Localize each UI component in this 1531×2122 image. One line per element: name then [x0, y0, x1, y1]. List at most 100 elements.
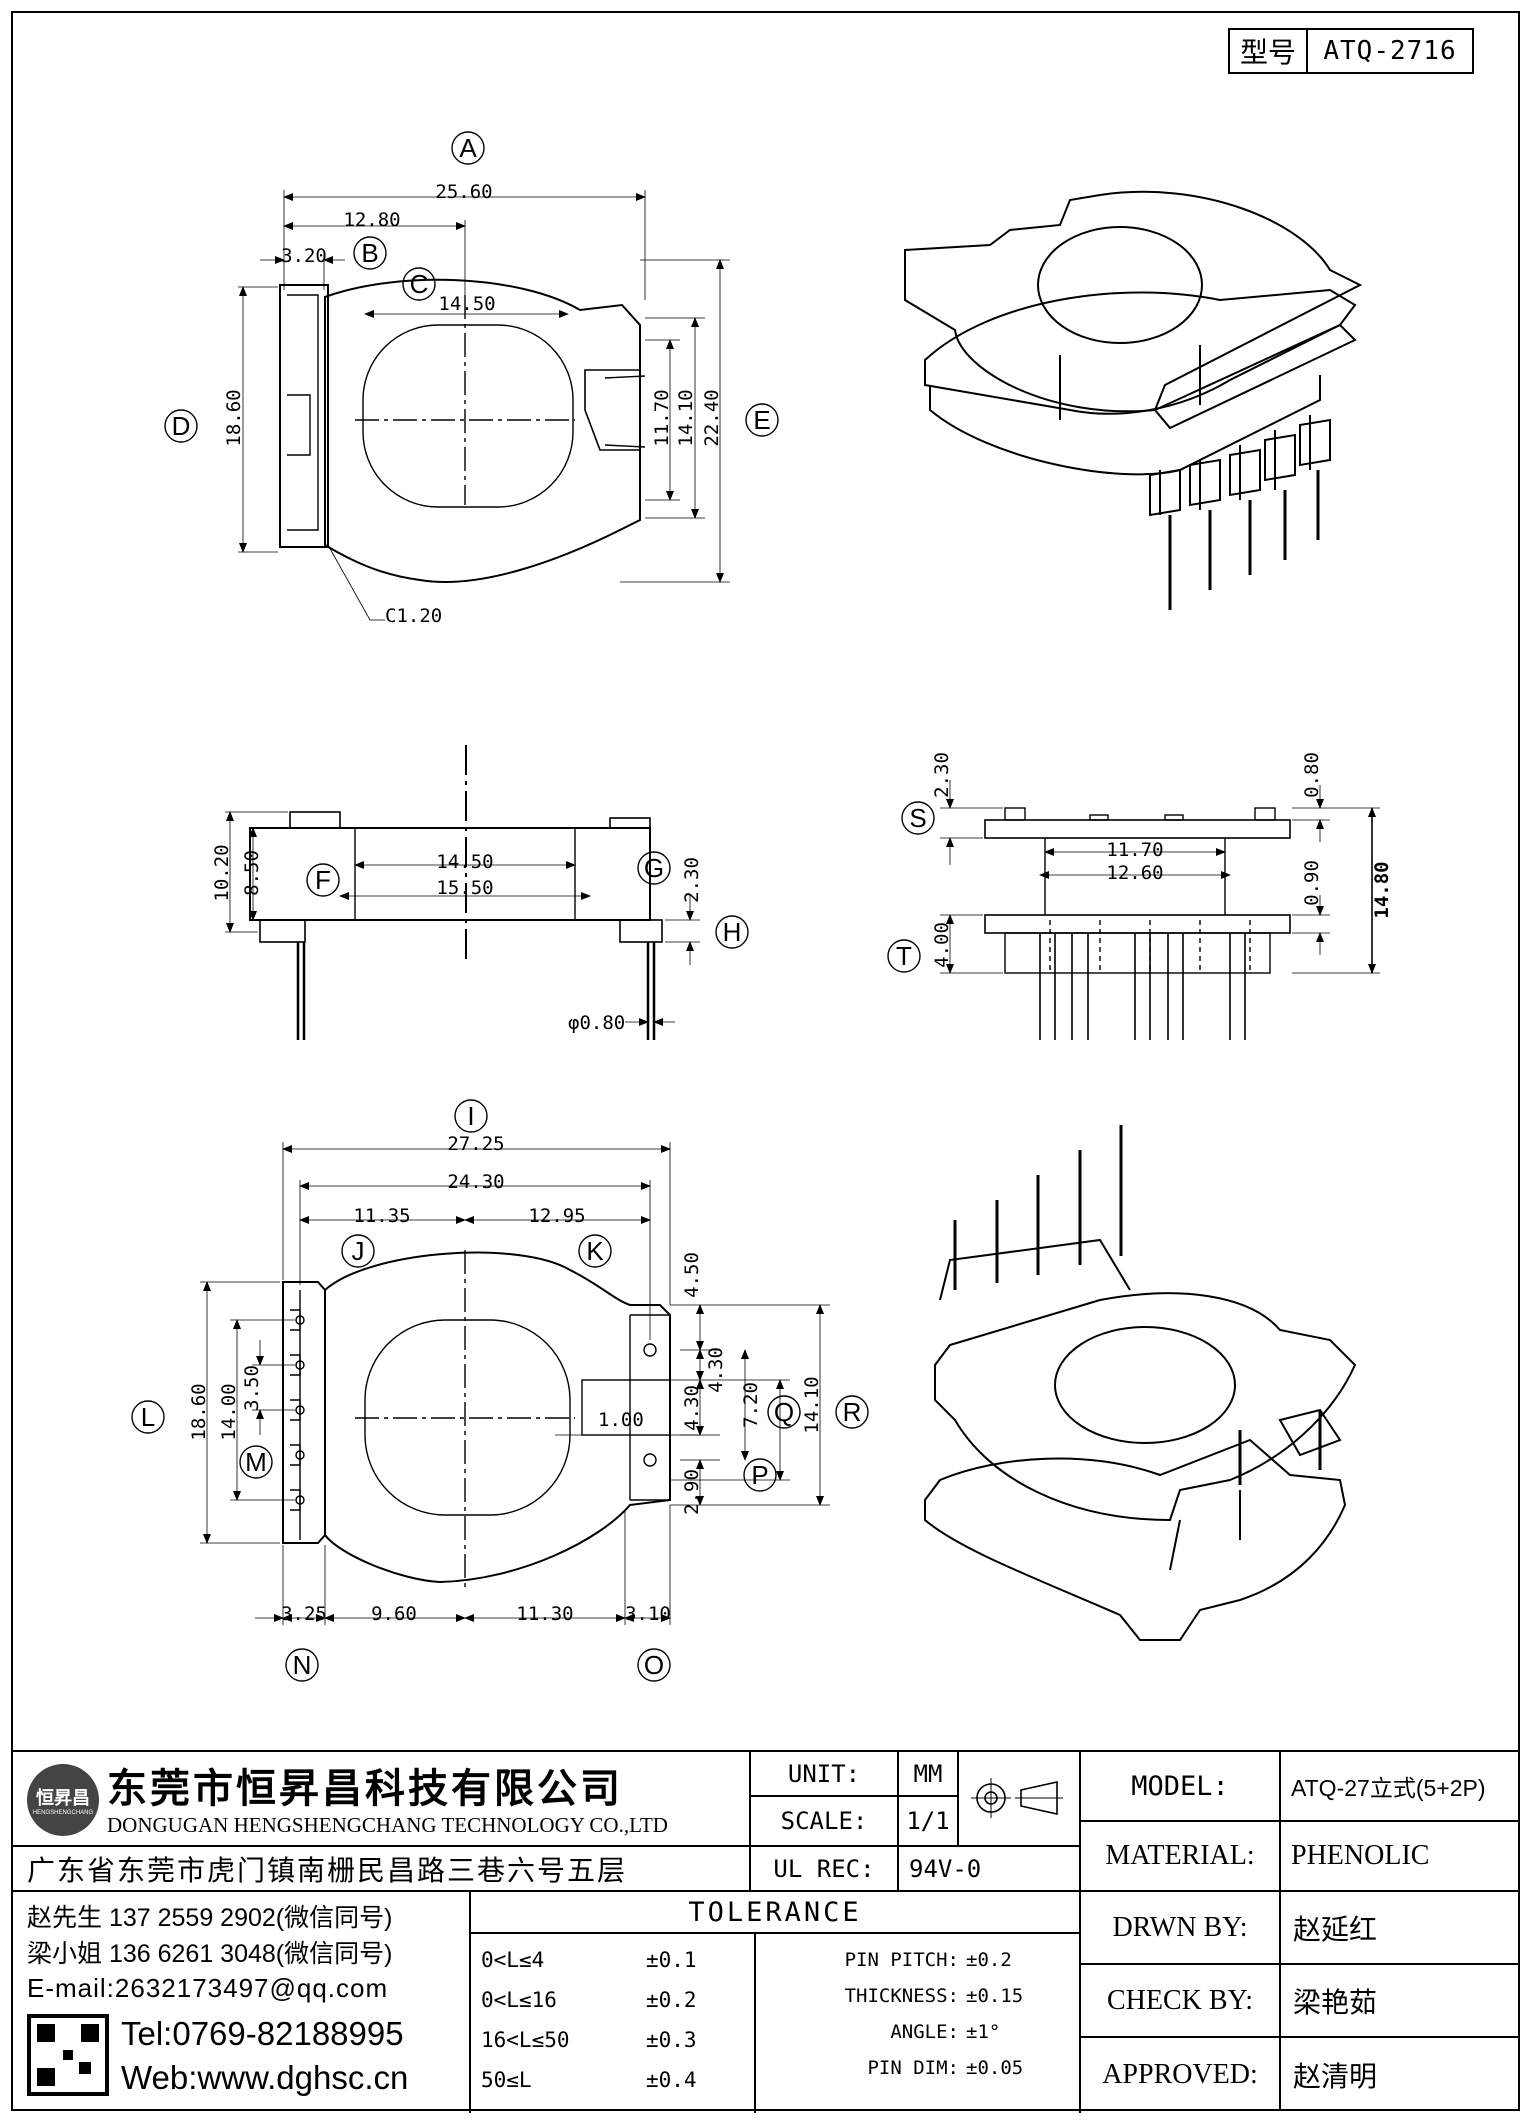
label-D: D [164, 409, 198, 443]
dim-top-a: 25.60 [435, 181, 492, 203]
projection-icon [959, 1752, 1081, 1847]
svg-text:T: T [896, 941, 912, 971]
tol-pindim-value: ±0.05 [966, 2057, 1024, 2079]
approved-label: APPROVED: [1081, 2038, 1281, 2111]
model-label: MODEL: [1081, 1752, 1281, 1822]
dim-top-g: 14.10 [675, 389, 697, 446]
svg-text:P: P [751, 1460, 768, 1490]
tol-value-1: ±0.1 [646, 1948, 697, 1972]
label-R: R [835, 1395, 869, 1429]
company-address: 广东省东莞市虎门镇南栅民昌路三巷六号五层 [11, 1847, 751, 1892]
dim-bottom-o: 3.25 [281, 1603, 327, 1625]
svg-text:H: H [723, 917, 742, 947]
model-value: ATQ-27立式(5+2P) [1281, 1752, 1518, 1822]
label-L: L [131, 1400, 165, 1434]
company-name-cn: 东莞市恒昇昌科技有限公司 [107, 1767, 623, 1811]
tolerance-ranges: 0<L≤4 ±0.1 0<L≤16 ±0.2 16<L≤50 ±0.3 50≤L… [471, 1934, 756, 2113]
tol-thickness-label: THICKNESS: [844, 1985, 959, 2007]
dim-bottom-e: 18.60 [188, 1383, 210, 1440]
svg-text:A: A [459, 133, 477, 163]
dim-side2-e: 0.90 [1301, 860, 1323, 906]
company-name-en: DONGUGAN HENGSHENGCHANG TECHNOLOGY CO.,L… [107, 1812, 668, 1837]
label-O: O [637, 1648, 671, 1682]
dim-side1-d: 15.50 [436, 877, 493, 899]
contact-web: Web:www.dghsc.cn [121, 2059, 409, 2096]
dim-bottom-m: 1.00 [598, 1409, 644, 1431]
label-J: J [341, 1234, 375, 1268]
label-H: H [715, 915, 749, 949]
contact-line-2: 梁小姐 136 6261 3048(微信同号) [27, 1940, 393, 1968]
isometric-view-bottom [924, 1125, 1357, 1641]
svg-text:I: I [467, 1101, 474, 1131]
dim-bottom-h: 4.50 [681, 1252, 703, 1298]
tol-value-4: ±0.4 [646, 2068, 697, 2092]
dim-bottom-q: 11.30 [516, 1603, 573, 1625]
dim-bottom-c: 11.35 [353, 1205, 410, 1227]
company-logo: 恒昇昌 HENGSHENGCHANG [27, 1764, 99, 1836]
label-G: G [637, 851, 671, 885]
dim-bottom-p: 9.60 [371, 1603, 417, 1625]
svg-text:R: R [843, 1397, 862, 1427]
dim-side1-a: 10.20 [211, 844, 233, 901]
svg-text:S: S [909, 803, 926, 833]
dim-side2-d: 12.60 [1106, 862, 1163, 884]
tol-angle-value: ±1° [966, 2021, 1001, 2043]
side-view-right [940, 780, 1380, 1040]
tolerance-panel: TOLERANCE 0<L≤4 ±0.1 0<L≤16 ±0.2 16<L≤50… [471, 1892, 1081, 2113]
tol-angle-label: ANGLE: [890, 2021, 959, 2043]
logo-subtext: HENGSHENGCHANG [32, 1810, 94, 1816]
svg-text:Q: Q [774, 1397, 794, 1427]
label-A: A [451, 131, 485, 165]
technical-drawing: A B C D E F G H S T I J K L M N O P Q R … [131, 131, 1393, 1682]
tolerance-title: TOLERANCE [471, 1892, 1079, 1934]
label-N: N [285, 1648, 319, 1682]
tol-pinpitch-label: PIN PITCH: [844, 1949, 959, 1971]
dim-side2-f: 4.00 [931, 922, 953, 968]
model-number-label: 型号 [1230, 30, 1308, 72]
tol-value-2: ±0.2 [646, 1988, 697, 2012]
check-value: 梁艳茹 [1281, 1965, 1518, 2038]
side-view-front [225, 745, 700, 1040]
svg-text:L: L [141, 1402, 155, 1432]
svg-text:O: O [644, 1650, 664, 1680]
scale-value: 1/1 [899, 1797, 959, 1847]
label-T: T [887, 939, 921, 973]
unit-label: UNIT: [751, 1752, 899, 1797]
qr-code-icon [27, 2014, 109, 2096]
contact-email: E-mail:2632173497@qq.com [27, 1972, 389, 2003]
dim-top-e: 18.60 [223, 389, 245, 446]
contact-line-1: 赵先生 137 2559 2902(微信同号) [27, 1904, 393, 1932]
bottom-view [200, 1142, 830, 1625]
label-Q: Q [767, 1395, 801, 1429]
label-S: S [901, 801, 935, 835]
tol-pindim-label: PIN DIM: [867, 2057, 959, 2079]
tol-range-1: 0<L≤4 [481, 1948, 545, 1972]
title-block: 恒昇昌 HENGSHENGCHANG 东莞市恒昇昌科技有限公司 DONGUGAN… [11, 1750, 1520, 2113]
dim-side2-c: 11.70 [1106, 839, 1163, 861]
dim-bottom-i: 4.30 [705, 1347, 727, 1393]
dim-bottom-g: 3.50 [241, 1365, 263, 1411]
dim-side1-e: 2.30 [681, 857, 703, 903]
info-table: MODEL: ATQ-27立式(5+2P) MATERIAL: PHENOLIC… [1081, 1752, 1520, 2113]
drwn-label: DRWN BY: [1081, 1892, 1281, 1965]
dim-side2-g: 14.80 [1371, 861, 1393, 918]
unit-value: MM [899, 1752, 959, 1797]
tol-value-3: ±0.3 [646, 2028, 697, 2052]
dim-bottom-j: 4.30 [681, 1385, 703, 1431]
tol-range-4: 50≤L [481, 2068, 532, 2092]
svg-text:B: B [361, 238, 378, 268]
model-number-value: ATQ-2716 [1323, 36, 1457, 66]
model-number-box: 型号 ATQ-2716 [1228, 28, 1474, 74]
dim-bottom-b: 24.30 [447, 1171, 504, 1193]
svg-text:F: F [315, 865, 331, 895]
approved-value: 赵清明 [1293, 2060, 1378, 2092]
spec-table: UNIT: MM SCALE: 1/1 UL REC: 94V-0 [751, 1752, 1081, 1892]
logo-text: 恒昇昌 [36, 1788, 90, 1808]
svg-text:E: E [753, 405, 770, 435]
dim-side1-c: 14.50 [436, 851, 493, 873]
svg-text:N: N [293, 1650, 312, 1680]
tol-range-3: 16<L≤50 [481, 2028, 570, 2052]
dim-top-h: 22.40 [701, 389, 723, 446]
dim-side2-a: 2.30 [931, 752, 953, 798]
company-header: 恒昇昌 HENGSHENGCHANG 东莞市恒昇昌科技有限公司 DONGUGAN… [11, 1752, 751, 1847]
